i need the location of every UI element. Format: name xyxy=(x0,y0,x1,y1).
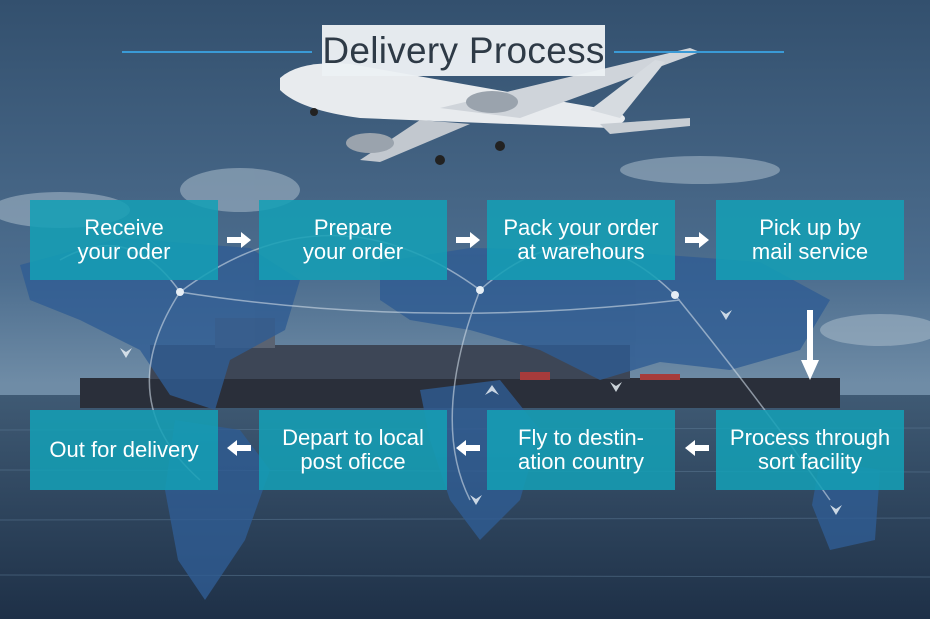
step-label-line: post oficce xyxy=(300,449,406,474)
step-label-line: your order xyxy=(302,239,404,264)
step-label-line: Receive xyxy=(84,215,164,240)
step-label-line: at warehours xyxy=(517,239,645,264)
page-title: Delivery Process xyxy=(322,25,605,76)
step-label-line: Process through xyxy=(729,425,891,450)
title-line-left xyxy=(122,51,312,53)
title-line-right xyxy=(614,51,784,53)
step-label-line: Fly to destin- xyxy=(518,425,644,450)
small-plane-icons xyxy=(120,310,842,515)
step-out-for-delivery: Out for delivery xyxy=(30,410,218,490)
title-banner: Delivery Process xyxy=(0,0,930,90)
step-label-line: sort facility xyxy=(758,449,862,474)
world-map xyxy=(20,238,880,600)
right-arrow-icon xyxy=(685,232,709,248)
route-nodes xyxy=(176,286,679,299)
down-arrow-icon xyxy=(801,310,819,380)
step-label-line: Prepare xyxy=(313,215,393,240)
left-arrow-icon xyxy=(685,440,709,456)
left-arrow-icon xyxy=(227,440,251,456)
right-arrow-icon xyxy=(227,232,251,248)
airplane-image xyxy=(280,48,700,165)
step-label-line: mail service xyxy=(751,239,869,264)
left-arrow-icon xyxy=(456,440,480,456)
step-label-line: Pick up by xyxy=(759,215,861,240)
step-label-line: Depart to local xyxy=(282,425,424,450)
step-label-line: ation country xyxy=(518,449,644,474)
step-label-line: your oder xyxy=(77,239,171,264)
step-fly-destination: Fly to destin-ation country xyxy=(487,410,675,490)
step-label-line: Out for delivery xyxy=(49,437,199,462)
right-arrow-icon xyxy=(456,232,480,248)
step-label-line: Pack your order xyxy=(503,215,659,240)
